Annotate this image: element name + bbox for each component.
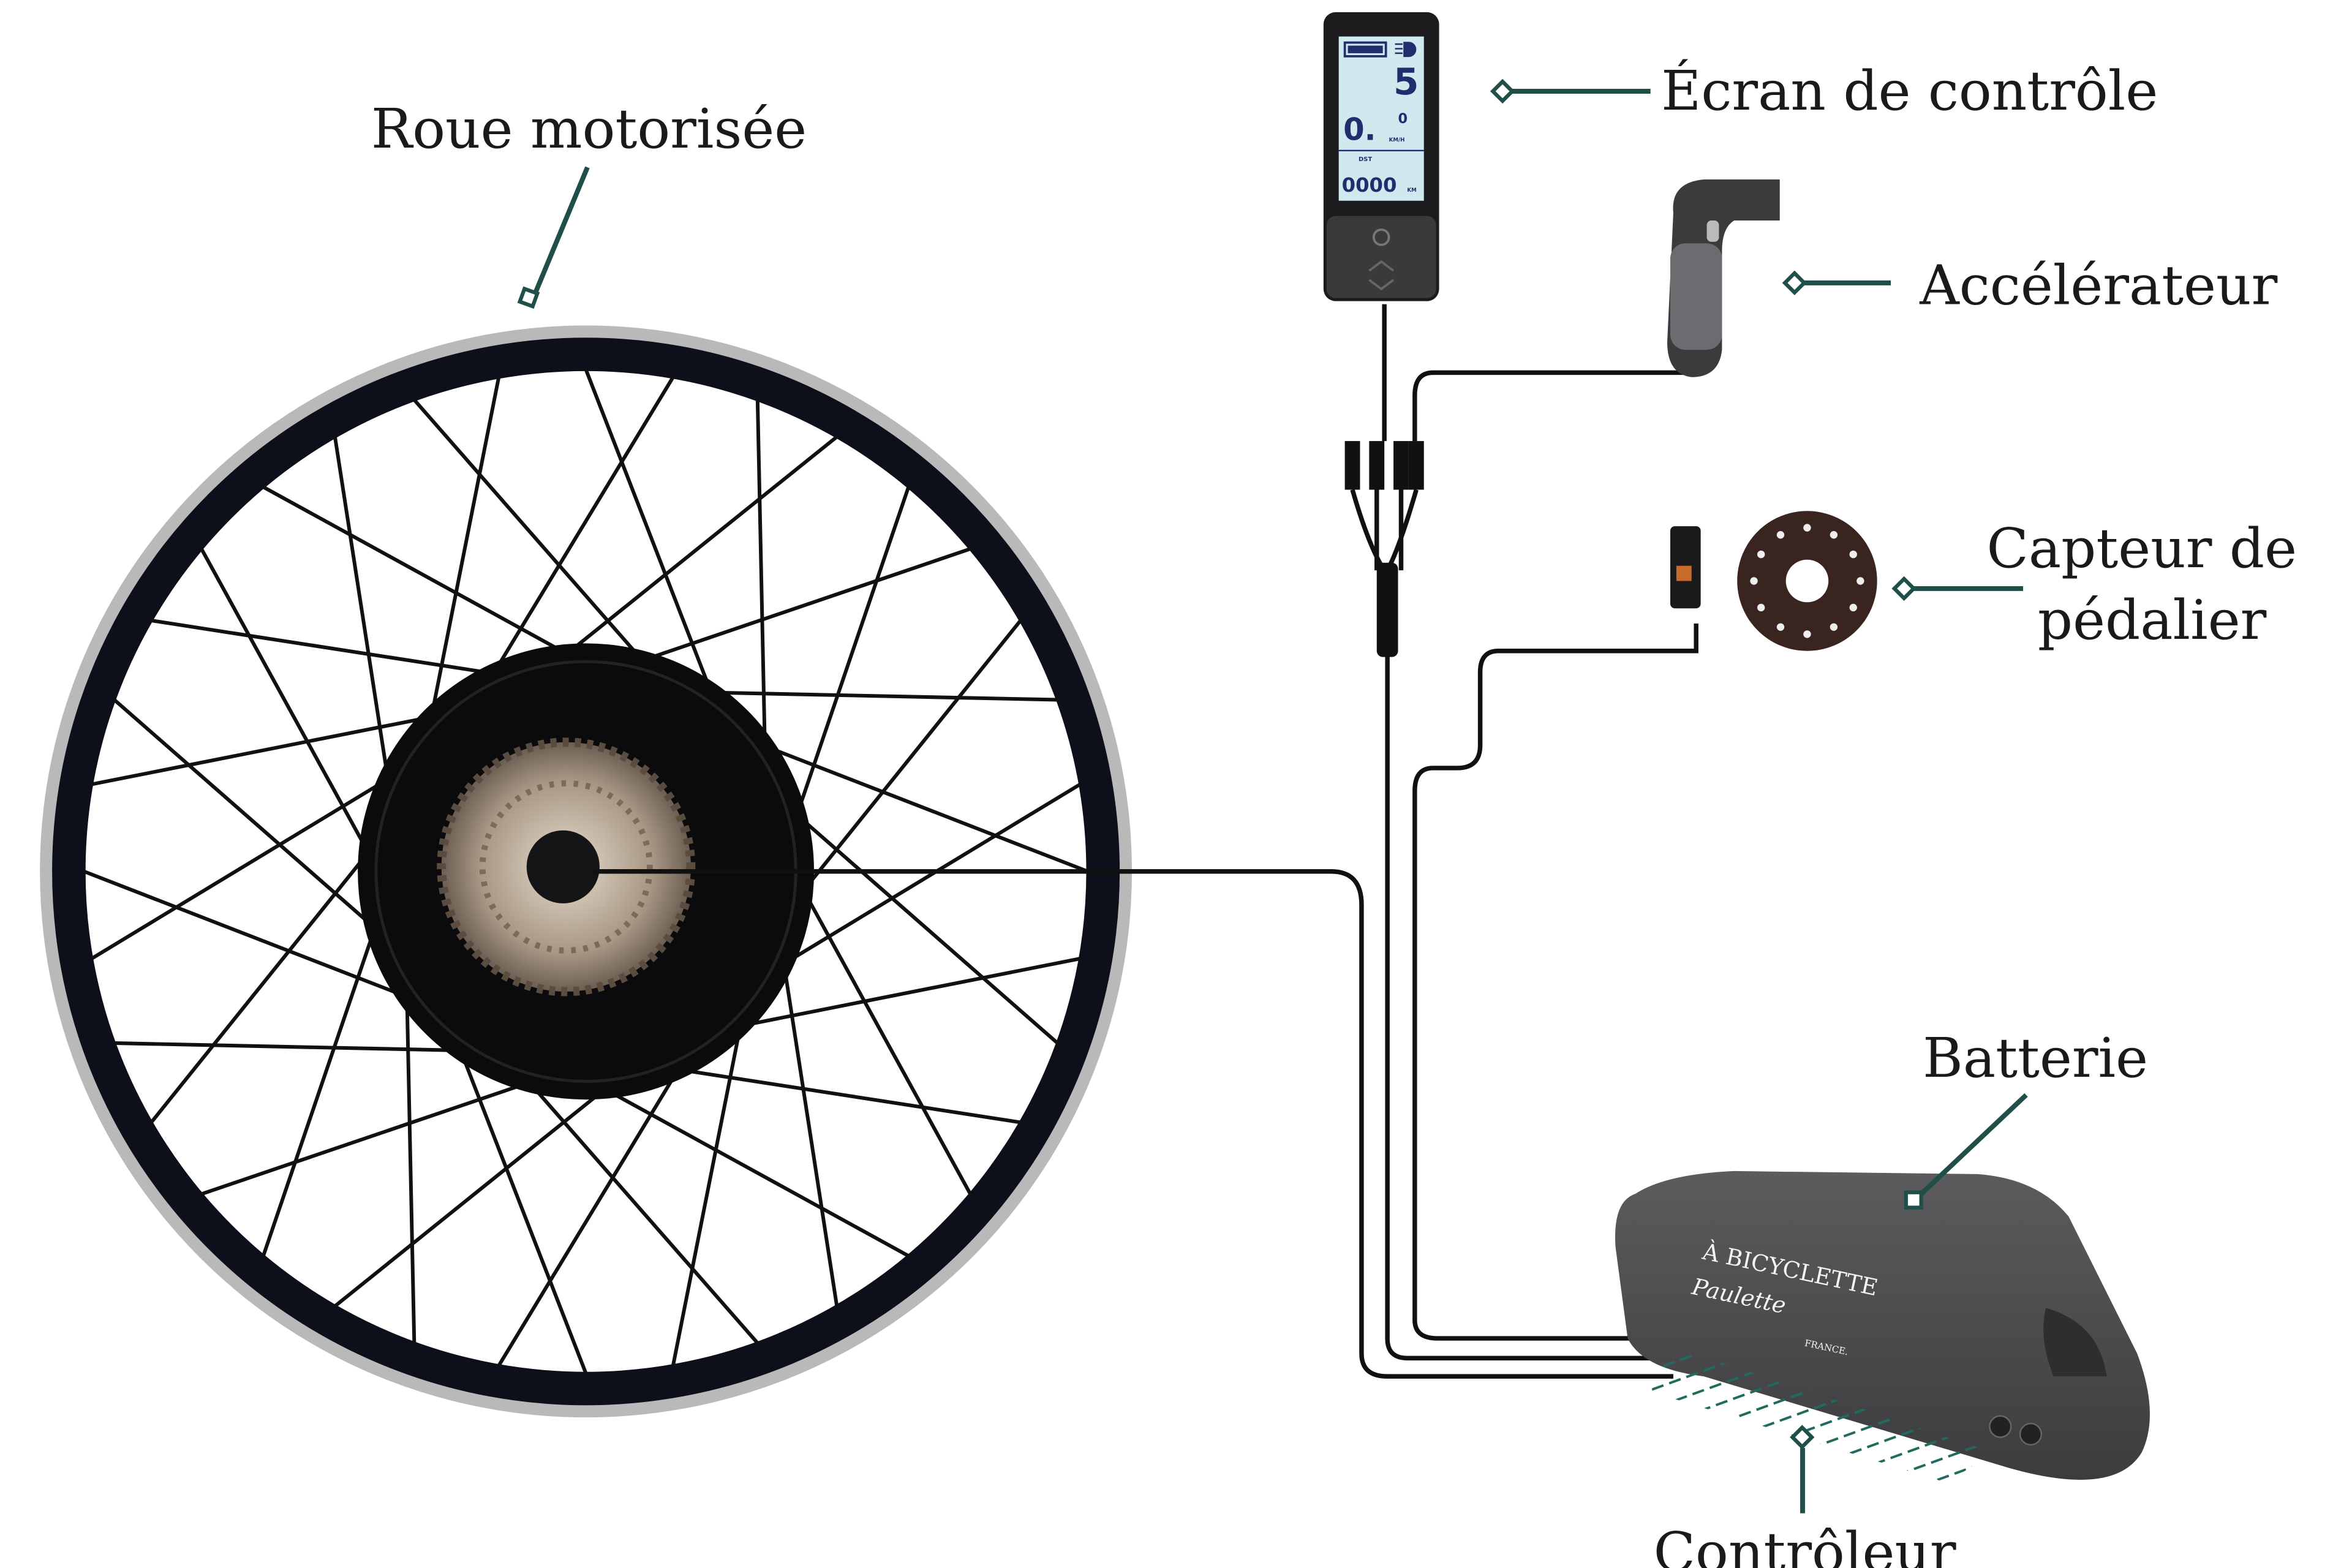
motor-wheel [40,325,1132,1418]
label-controller: Contrôleur [1654,1521,1956,1568]
axle [526,830,600,903]
battery-level-icon [1343,41,1387,58]
magnet-dot [1757,550,1765,559]
lcd-display-unit: 5 0. 0 KM/H DST 0000 KM [1323,12,1439,301]
label-throttle: Accélérateur [1919,254,2277,318]
label-battery: Batterie [1923,1027,2148,1090]
magnet-dot [1803,524,1811,532]
magnet-dot [1830,623,1838,631]
magnet-dot [1856,577,1864,585]
label-sensor-line2: pédalier [2038,589,2267,652]
magnet-dot [1849,603,1857,612]
label-wheel: Roue motorisée [371,97,807,161]
magnet-dot [1757,603,1765,612]
leader-lines [517,78,2028,1513]
lcd-speed-unit: KM/H [1389,137,1405,143]
magnet-dot [1776,531,1785,539]
magnet-dot [1849,550,1857,559]
label-sensor-line1: Capteur de [1986,517,2297,581]
magnet-dot [1750,577,1758,585]
headlight-icon [1395,42,1417,58]
battery: À BICYCLETTE Paulette FRANCE. [1615,1170,2150,1483]
pedal-sensor [1670,511,1877,651]
magnet-dot [1803,630,1811,638]
cables [594,304,1698,1379]
lcd-distance-value: 0000 [1342,173,1397,197]
magnet-dot [1830,531,1838,539]
magnet-dot [1776,623,1785,631]
power-button-icon [1372,228,1390,246]
cable-splitter [1344,441,1424,657]
lcd-speed-main: 5 [1393,61,1419,104]
lcd-distance-label: DST [1359,156,1372,163]
lcd-screen [1338,36,1424,201]
throttle [1667,179,1780,377]
label-display: Écran de contrôle [1661,58,2158,123]
up-down-buttons-icon [1368,260,1395,291]
lcd-distance-unit: KM [1407,187,1416,194]
lcd-speed-second: 0. [1343,111,1376,147]
controller-area [1650,1346,1993,1483]
lcd-speed-decimal: 0 [1398,111,1408,127]
